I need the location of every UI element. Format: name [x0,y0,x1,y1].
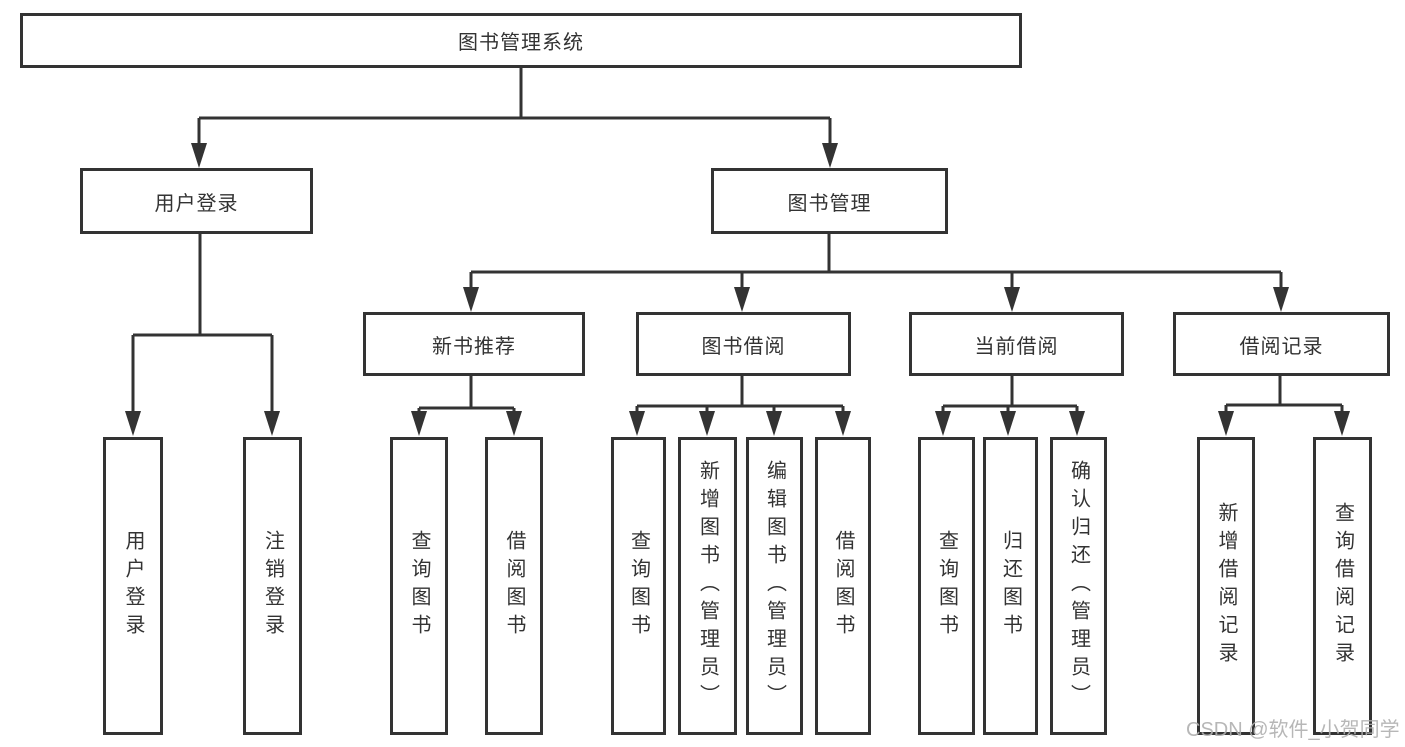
arrowheads [125,143,1350,436]
node-label: 用户登录 [122,530,144,642]
leaf-confirm-return-admin: 确认归还（管理员） [1050,437,1107,735]
arrow-down-icon [699,411,715,436]
leaf-return-book: 归还图书 [983,437,1038,735]
node-label: 图书管理 [787,192,872,215]
node-label: 借阅记录 [1239,335,1324,358]
leaf-current-query-book: 查询图书 [918,437,975,735]
node-label: 当前借阅 [974,335,1059,358]
node-label: 查询图书 [935,530,958,642]
node-label: 归还图书 [999,530,1022,642]
node-label: 借阅图书 [503,530,525,642]
csdn-watermark: CSDN @软件_小贺同学 [1186,719,1400,741]
node-label: 新增借阅记录 [1215,502,1237,670]
node-label: 图书借阅 [701,335,786,358]
arrow-down-icon [835,411,851,436]
leaf-recommend-query-book: 查询图书 [390,437,448,735]
node-root-system: 图书管理系统 [20,13,1022,68]
connector-records-to-leaves [1224,376,1344,421]
leaf-query-borrow-record: 查询借阅记录 [1313,437,1372,735]
node-label: 查询借阅记录 [1331,502,1354,670]
connector-bookmgmt-to-level3 [469,234,1283,296]
arrow-down-icon [506,411,522,436]
connector-newbook-to-leaves [417,376,516,421]
node-new-book-recommend: 新书推荐 [363,312,585,376]
arrow-down-icon [1004,287,1020,312]
node-borrow-records: 借阅记录 [1173,312,1390,376]
arrow-down-icon [264,411,280,436]
arrow-down-icon [463,287,479,312]
arrow-down-icon [125,411,141,436]
connector-root-to-level2 [197,68,832,152]
node-label: 确认归还（管理员） [1067,460,1090,712]
node-label: 查询图书 [627,530,650,642]
arrow-down-icon [1000,411,1016,436]
arrow-down-icon [766,411,782,436]
node-user-login: 用户登录 [80,168,313,234]
arrow-down-icon [191,143,207,168]
node-label: 用户登录 [154,192,239,215]
arrow-down-icon [1218,411,1234,436]
leaf-borrow-book: 借阅图书 [815,437,871,735]
node-current-borrow: 当前借阅 [909,312,1124,376]
node-book-management: 图书管理 [711,168,948,234]
leaf-add-borrow-record: 新增借阅记录 [1197,437,1255,735]
leaf-logout: 注销登录 [243,437,302,735]
arrow-down-icon [935,411,951,436]
node-label: 新增图书（管理员） [696,460,719,712]
arrow-down-icon [1334,411,1350,436]
connector-userlogin-to-leaves [131,234,274,421]
node-label: 图书管理系统 [458,32,584,54]
leaf-add-book-admin: 新增图书（管理员） [678,437,737,735]
leaf-recommend-borrow-book: 借阅图书 [485,437,543,735]
arrow-down-icon [734,287,750,312]
node-label: 编辑图书（管理员） [763,460,786,712]
arrow-down-icon [1273,287,1289,312]
connector-borrow-to-leaves [635,376,845,421]
leaf-edit-book-admin: 编辑图书（管理员） [746,437,803,735]
leaf-borrow-query-book: 查询图书 [611,437,666,735]
arrow-down-icon [629,411,645,436]
arrow-down-icon [822,143,838,168]
node-label: 注销登录 [261,530,284,642]
node-book-borrow: 图书借阅 [636,312,851,376]
node-label: 查询图书 [408,530,430,642]
node-label: 新书推荐 [432,335,516,358]
arrow-down-icon [1069,411,1085,436]
node-label: 借阅图书 [832,530,854,642]
arrow-down-icon [411,411,427,436]
leaf-user-login: 用户登录 [103,437,163,735]
